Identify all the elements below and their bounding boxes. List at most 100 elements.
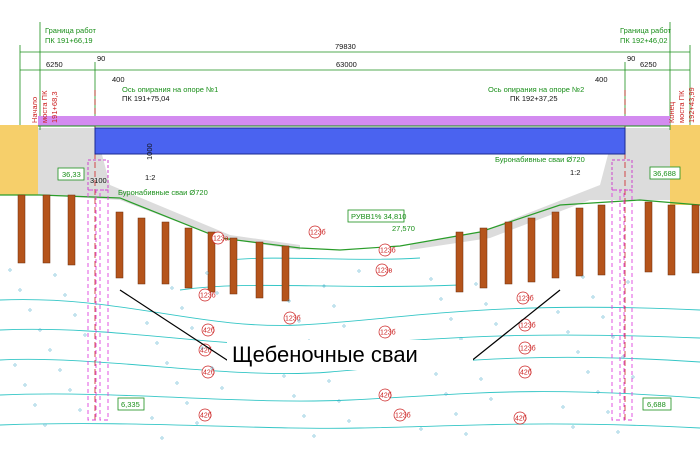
soil-texture-dot [195, 421, 199, 425]
soil-texture-dot [28, 308, 32, 312]
soil-layer-label: 123б [380, 247, 396, 255]
soil-marker [198, 288, 212, 302]
soil-texture-dot [606, 410, 610, 414]
soil-texture-dot [347, 419, 351, 423]
soil-marker [393, 408, 407, 422]
dim-span: 63000 [336, 60, 357, 69]
soil-texture-dot [494, 322, 498, 326]
soil-layer-label: 123б [380, 329, 396, 337]
soil-texture-dot [13, 363, 17, 367]
bridge-end-line1: Конец [667, 101, 676, 123]
bridge-deck [94, 127, 626, 155]
soil-texture-dot [292, 394, 296, 398]
gravel-pile [479, 227, 488, 289]
soil-marker [378, 243, 392, 257]
gravel-pile [255, 241, 264, 299]
soil-texture-dot [220, 386, 224, 390]
gravel-pile [207, 231, 216, 293]
soil-marker [378, 325, 392, 339]
soil-texture-dot [73, 313, 77, 317]
soil-layer-label: 123б [395, 412, 411, 420]
soil-texture-dot [165, 361, 169, 365]
right-boundary-line2: ПК 192+46,02 [620, 36, 668, 45]
soil-texture-dot [561, 405, 565, 409]
left-bottom-elevation: 6,335 [121, 400, 140, 409]
water-level-label: РУВВ1% 34,810 [351, 212, 406, 221]
soil-marker [308, 225, 322, 239]
soil-texture-dot [200, 346, 204, 350]
gravel-pile [667, 204, 676, 276]
soil-texture-dot [342, 324, 346, 328]
soil-texture-dot [312, 434, 316, 438]
gravel-pile [644, 201, 653, 273]
soil-layer-label: 123б [520, 322, 536, 330]
soil-texture-dot [63, 293, 67, 297]
gravel-pile [504, 221, 513, 285]
slope-right: 1:2 [570, 168, 580, 177]
soil-texture-dot [591, 295, 595, 299]
soil-texture-dot [205, 271, 209, 275]
soil-layer-label: 123б [285, 315, 301, 323]
soil-texture-dot [282, 374, 286, 378]
right-bottom-elevation: 6,688 [647, 400, 666, 409]
soil-texture-dot [581, 275, 585, 279]
gravel-pile [597, 204, 606, 276]
gravel-pile [137, 217, 146, 285]
soil-texture-dot [586, 370, 590, 374]
soil-texture-dot [429, 277, 433, 281]
soil-texture-dot [474, 282, 478, 286]
soil-texture-dot [297, 319, 301, 323]
gravel-pile [281, 245, 290, 302]
left-top-elevation: 36,33 [62, 170, 81, 179]
soil-layer-label: 123б [520, 345, 536, 353]
soil-marker [375, 263, 389, 277]
soil-texture-dot [302, 414, 306, 418]
gravel-pile [67, 194, 76, 266]
gravel-pile [551, 211, 560, 279]
bridge-start-line2: моста ПК [40, 90, 49, 123]
bored-piles-left-label: Буронабивные сваи Ø720 [118, 188, 208, 197]
soil-layer-label: 123б [310, 229, 326, 237]
axis-support-1-line1: Ось опирания на опоре №1 [122, 85, 218, 94]
height-1000: 1000 [145, 143, 154, 160]
soil-texture-dot [83, 333, 87, 337]
soil-texture-dot [160, 436, 164, 440]
gravel-pile [575, 207, 584, 277]
bridge-start-line3: 191+68,3 [50, 92, 59, 124]
gravel-piles [17, 194, 700, 302]
soil-texture-dot [190, 326, 194, 330]
soil-texture-dot [616, 430, 620, 434]
soil-layer-label: 42б [200, 412, 212, 420]
soil-texture-dot [78, 408, 82, 412]
dim-right-bearing: 90 [627, 54, 635, 63]
dim-left-offset: 400 [112, 75, 125, 84]
soil-texture-dot [53, 273, 57, 277]
right-boundary-line1: Граница работ [620, 26, 672, 35]
gravel-pile [184, 227, 193, 289]
soil-texture-dot [576, 350, 580, 354]
soil-texture-dot [18, 288, 22, 292]
soil-marker [518, 341, 532, 355]
soil-texture-dot [611, 335, 615, 339]
left-boundary-line2: ПК 191+66,19 [45, 36, 93, 45]
deck-surfacing [38, 116, 670, 126]
left-fill-slope [38, 128, 300, 250]
soil-texture-dot [337, 399, 341, 403]
caption-background [227, 340, 473, 370]
soil-texture-dot [170, 286, 174, 290]
left-abutment [87, 159, 109, 191]
soil-marker [378, 388, 392, 402]
dim-overall: 79830 [335, 42, 356, 51]
gravel-pile [161, 221, 170, 285]
soil-layer-label: 42б [515, 415, 527, 423]
soil-layer-label: 123а [213, 236, 229, 243]
soil-texture-dot [185, 401, 189, 405]
soil-texture-dot [43, 423, 47, 427]
bored-piles-right-label: Буронабивные сваи Ø720 [495, 155, 585, 164]
soil-marker [201, 323, 215, 337]
bridge-start-line1: Начало [30, 97, 39, 123]
axis-support-1-line2: ПК 191+75,04 [122, 94, 170, 103]
left-boundary-line1: Граница работ [45, 26, 97, 35]
